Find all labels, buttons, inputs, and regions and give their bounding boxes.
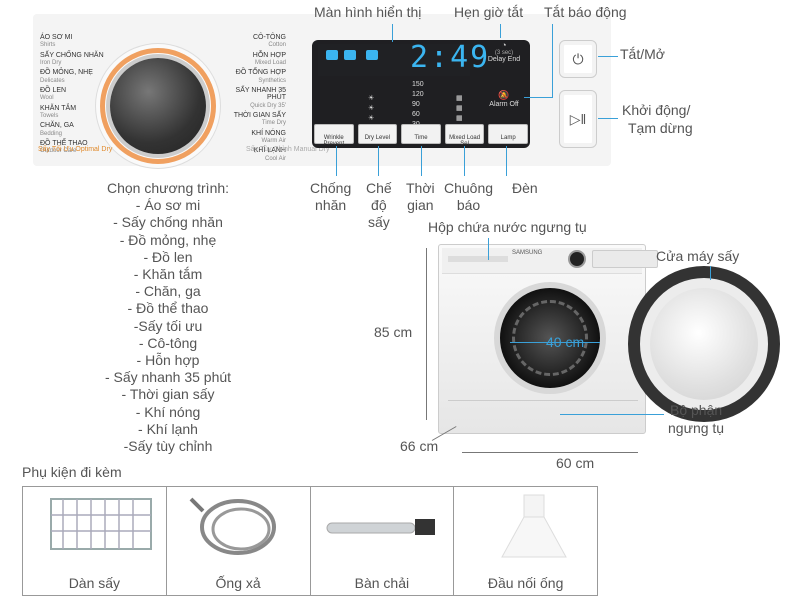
water-tank-handle — [448, 256, 508, 262]
mixed-load-indicators: ▦▦▦ — [456, 95, 463, 122]
accessories-table: Dàn sấy Ống xả Bàn chải Đầu nối ống — [22, 486, 598, 596]
drying-rack-icon — [50, 498, 152, 550]
callout-condenser-l2: ngưng tụ — [668, 420, 725, 436]
callout-line — [560, 414, 664, 415]
wrinkle-prevent-button[interactable]: Wrinkle Prevent — [314, 124, 354, 147]
optimal-dry-label: Sấy Tối Ưu Optimal Dry — [38, 146, 113, 153]
callout-line — [464, 146, 465, 176]
accessory-drying-rack: Dàn sấy — [23, 487, 167, 595]
time-readout: 2:49 — [410, 40, 491, 75]
dryer-door-glass — [650, 288, 758, 400]
delay-end-button[interactable]: ◔ (3 sec) Delay End — [487, 40, 521, 63]
lamp-button[interactable]: Lamp — [488, 124, 528, 144]
brush-icon — [326, 519, 435, 535]
program-list: Chọn chương trình: - Áo sơ mi - Sấy chốn… — [104, 180, 232, 455]
callout-power: Tắt/Mở — [620, 46, 665, 62]
manual-dry-label: Sấy Tùy Chỉnh Manual Dry — [246, 146, 330, 153]
dryer-display — [592, 250, 658, 268]
accessory-drain-hose: Ống xả — [167, 487, 311, 595]
program-dial-ring — [100, 48, 216, 164]
callout-line — [524, 97, 553, 98]
callout-line — [506, 146, 507, 176]
time-button[interactable]: Time — [401, 124, 441, 144]
status-icon — [366, 50, 378, 60]
power-button[interactable]: ⏻ — [559, 40, 597, 78]
callout-start-l1: Khởi động/ — [622, 102, 691, 118]
callout-line — [598, 56, 618, 57]
condenser-panel — [448, 400, 638, 428]
callout-line — [421, 146, 422, 176]
dimension-height-line — [426, 248, 427, 420]
callout-line — [488, 238, 489, 260]
clock-icon: ◔ — [501, 40, 507, 50]
brand-logo: SAMSUNG — [512, 250, 543, 256]
control-button-row: Wrinkle Prevent Dry Level Time Mixed Loa… — [314, 124, 528, 147]
accessory-brush: Bàn chải — [311, 487, 455, 595]
status-icon — [326, 50, 338, 60]
bell-off-icon: 🔕 — [498, 90, 510, 100]
drum-interior — [512, 300, 588, 376]
callout-line — [336, 146, 337, 176]
callout-line — [378, 146, 379, 176]
callout-water-tank: Hộp chứa nước ngưng tụ — [428, 219, 587, 235]
power-icon: ⏻ — [572, 51, 584, 67]
callout-line — [392, 24, 393, 42]
accessories-heading: Phụ kiện đi kèm — [22, 464, 122, 480]
alarm-off-button[interactable]: 🔕 Alarm Off — [486, 90, 522, 108]
drain-hose-icon — [189, 497, 276, 555]
program-dial[interactable] — [110, 58, 206, 154]
callout-door: Cửa máy sấy — [656, 248, 740, 264]
dimension-drum: 40 cm — [546, 334, 585, 350]
callout-delay-end: Hẹn giờ tắt — [454, 4, 524, 20]
dry-level-button[interactable]: Dry Level — [357, 124, 398, 144]
start-pause-button[interactable]: ▷‖ — [559, 90, 597, 148]
time-level-list: 150 120 90 60 30 — [412, 81, 424, 128]
callout-lamp: Đèn — [512, 180, 538, 196]
status-icon — [344, 50, 356, 60]
callout-condenser-l1: Bộ phận — [670, 402, 723, 418]
dimension-depth: 66 cm — [400, 438, 439, 454]
display-screen — [318, 44, 470, 76]
dimension-height: 85 cm — [374, 324, 413, 340]
hose-connector-icon — [501, 494, 568, 558]
dimension-width: 60 cm — [556, 455, 595, 471]
callout-line — [598, 118, 618, 119]
callout-line — [500, 24, 501, 38]
accessory-hose-connector: Đầu nối ống — [454, 487, 597, 595]
dryer-knob — [568, 250, 586, 268]
mixed-load-button[interactable]: Mixed Load Sel — [444, 124, 485, 147]
callout-start-l2: Tạm dừng — [628, 120, 693, 136]
callout-line — [710, 266, 711, 280]
dry-level-indicators: ☀☀☀ — [368, 95, 375, 122]
play-pause-icon: ▷‖ — [569, 111, 587, 127]
callout-line — [552, 24, 553, 98]
callout-display: Màn hình hiển thị — [314, 4, 422, 20]
dimension-drum-line — [510, 342, 600, 343]
callout-alarm-off: Tắt báo động — [544, 4, 627, 20]
dimension-width-line — [462, 452, 638, 453]
